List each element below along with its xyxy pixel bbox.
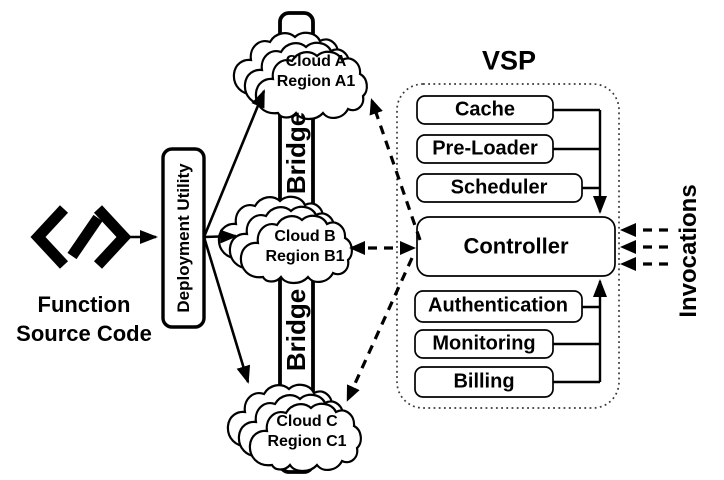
dashed-link-cloud-c — [346, 257, 414, 402]
function-source-code-label: Function Source Code — [16, 290, 152, 348]
code-icon-right-bracket — [93, 205, 132, 269]
function-source-line1: Function — [37, 292, 131, 317]
arrow-utility-to-cloud-b — [203, 229, 238, 244]
pre-loader-label: Pre-Loader — [432, 137, 538, 160]
bridge-label-bottom: Bridge — [281, 288, 312, 372]
arrow-utility-to-cloud-a — [202, 89, 266, 238]
bottom-service-connectors — [553, 279, 607, 384]
invocations-label: Invocations — [675, 184, 703, 318]
code-icon — [30, 205, 132, 269]
controller-box — [416, 216, 616, 277]
controller-label: Controller — [463, 233, 569, 259]
cloud-a-label: Cloud A Region A1 — [277, 52, 356, 92]
code-icon-slash — [67, 214, 103, 260]
controller-cloud-links — [346, 98, 422, 402]
cache-label: Cache — [454, 98, 516, 121]
cloud-b-region: Region B1 — [265, 248, 345, 265]
bridge-label-top: Bridge — [281, 111, 312, 195]
cloud-b-label: Cloud B Region B1 — [265, 227, 344, 267]
authentication-label: Authentication — [428, 294, 568, 317]
cloud-c-region: Region C1 — [267, 433, 347, 450]
scheduler-label: Scheduler — [450, 176, 548, 199]
top-service-connectors — [553, 108, 607, 214]
vsp-title: VSP — [481, 45, 537, 76]
code-icon-left-bracket — [30, 205, 69, 269]
deployment-utility-box — [161, 147, 206, 329]
monitoring-label: Monitoring — [432, 332, 536, 355]
billing-label: Billing — [453, 370, 515, 393]
deployment-arrows — [128, 89, 266, 384]
cloud-c-name: Cloud C — [276, 413, 338, 430]
invocation-arrows — [620, 223, 668, 271]
cloud-b-name: Cloud B — [274, 228, 336, 245]
cloud-a-name: Cloud A — [285, 53, 347, 70]
cloud-c-label: Cloud C Region C1 — [267, 412, 346, 452]
dashed-link-cloud-a — [369, 98, 422, 241]
arrow-utility-to-cloud-c — [202, 236, 251, 384]
deployment-utility-label: Deployment Utility — [174, 163, 194, 313]
cloud-a-region: Region A1 — [276, 73, 356, 90]
function-source-line2: Source Code — [16, 321, 152, 346]
